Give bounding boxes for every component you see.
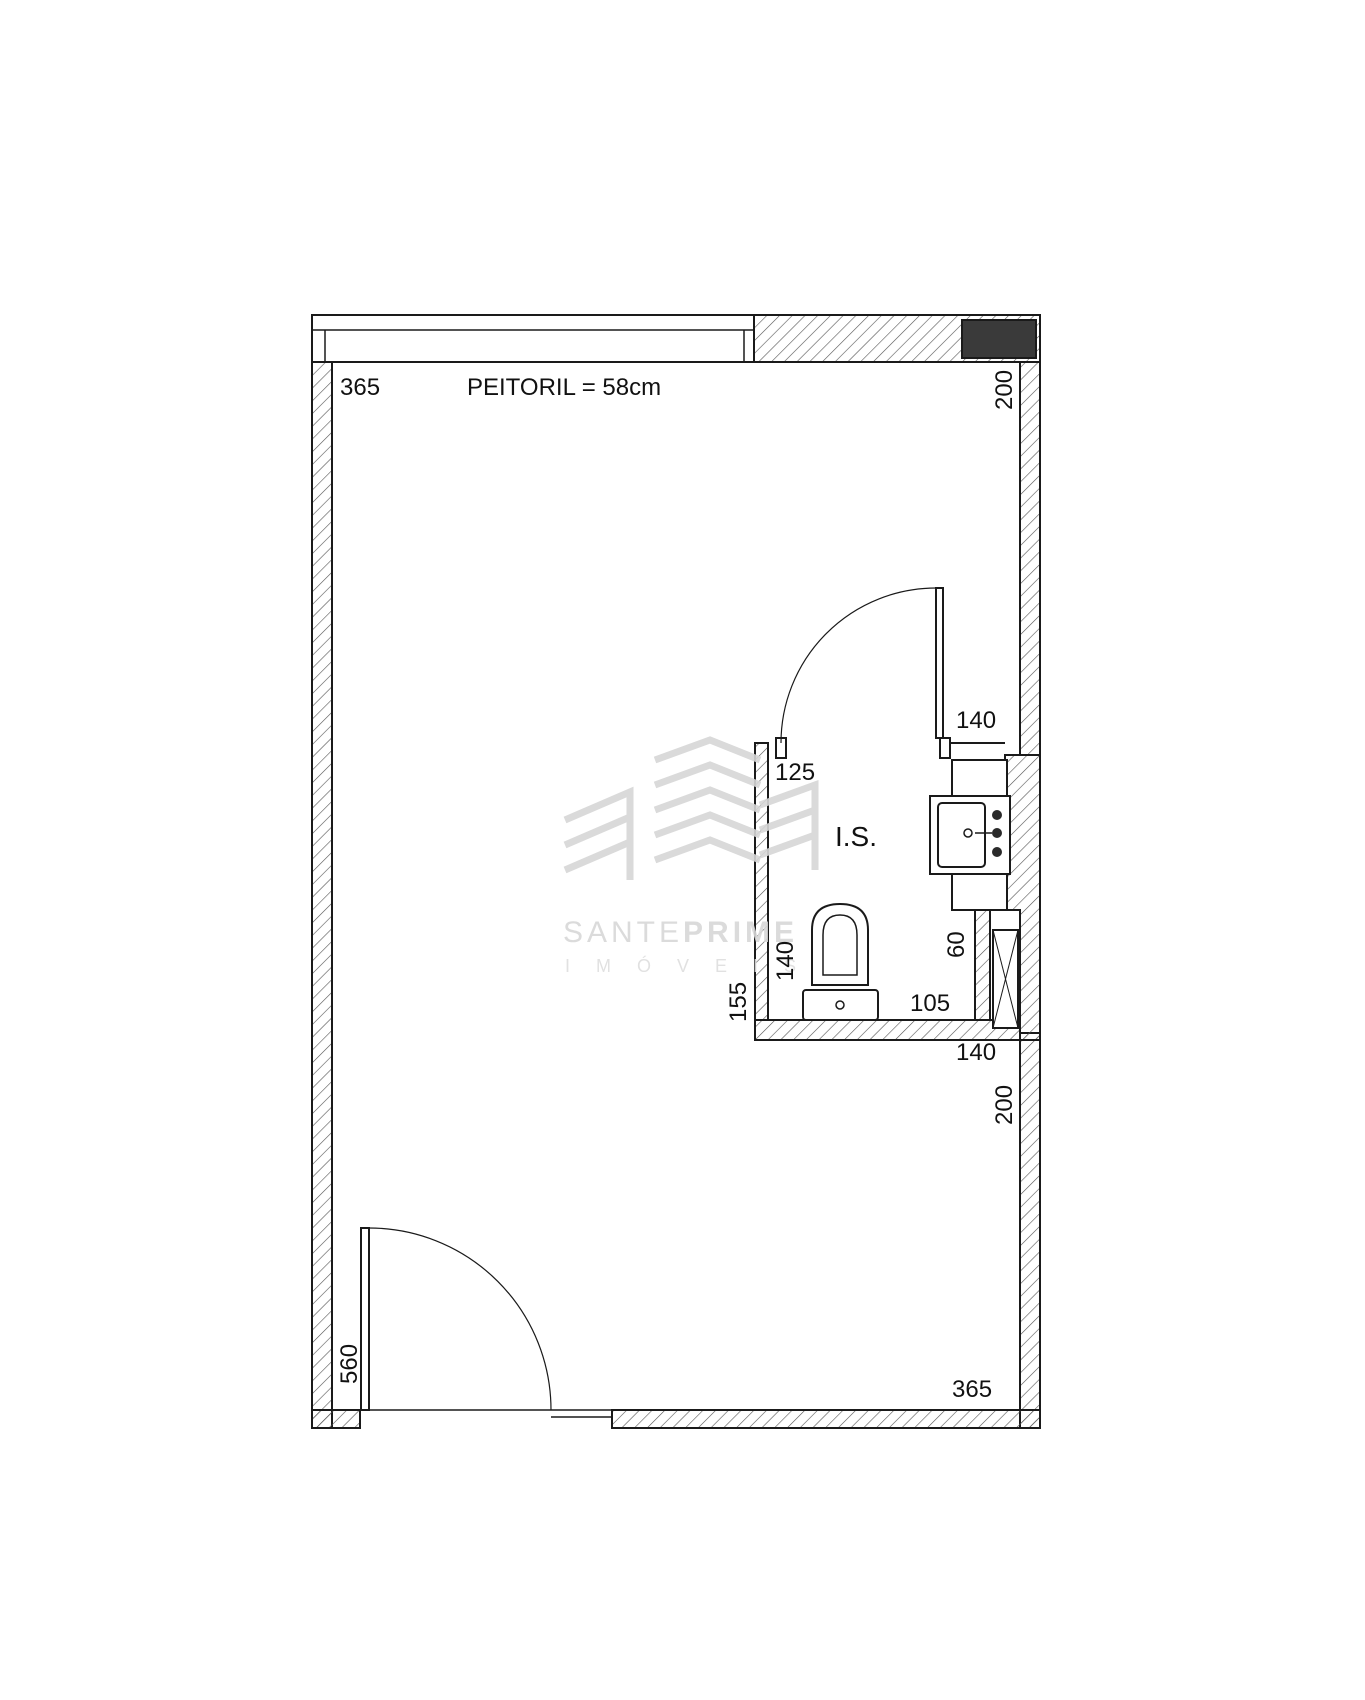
dim-top-width: 365 [340, 374, 380, 401]
bottom-wall [311, 1409, 1041, 1429]
bathroom-door [780, 587, 944, 744]
dim-bath-bottom: 140 [956, 1039, 996, 1066]
sink [929, 759, 1011, 911]
watermark-logo [563, 736, 819, 880]
toilet [802, 902, 879, 1021]
watermark: SANTEPRIME IMÓVEIS [563, 736, 822, 976]
room-label: I.S. [835, 821, 877, 852]
peitoril-label: PEITORIL = 58cm [467, 374, 661, 401]
entry-door [360, 1227, 552, 1411]
dim-bottom-width: 365 [952, 1376, 992, 1403]
watermark-brand-light: SANTE [563, 916, 683, 949]
svg-text:SANTEPRIME: SANTEPRIME [563, 916, 798, 949]
right-wall-lower [1019, 1032, 1041, 1429]
dim-shaft: 60 [943, 931, 970, 958]
structural-column [961, 319, 1037, 359]
right-wall-upper [1019, 361, 1041, 756]
watermark-sub: IMÓVEIS [565, 955, 822, 976]
dim-bath-floor: 105 [910, 990, 950, 1017]
left-wall [311, 361, 333, 1429]
top-window [311, 314, 755, 363]
dim-bath-top: 140 [956, 707, 996, 734]
top-right-wall [753, 314, 1041, 363]
dim-bath-outer: 155 [725, 982, 752, 1022]
dim-bath-door: 125 [775, 759, 815, 786]
watermark-brand-bold: PRIME [683, 916, 798, 949]
dim-bath-wall: 140 [772, 941, 799, 981]
dim-right-upper: 200 [991, 370, 1018, 410]
dim-left-height: 560 [336, 1344, 363, 1384]
bathroom [754, 737, 1041, 1041]
dim-right-lower: 200 [991, 1085, 1018, 1125]
